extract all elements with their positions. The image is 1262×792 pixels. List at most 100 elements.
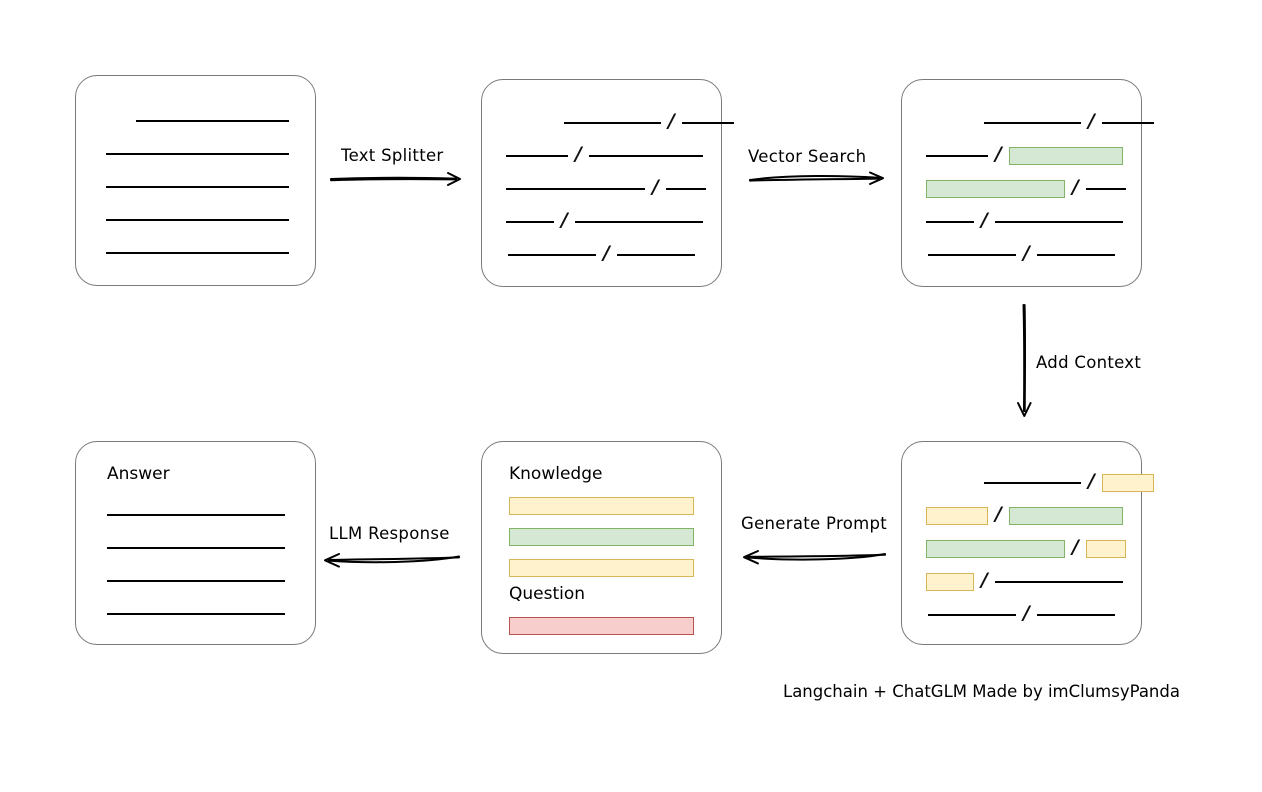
text-line-segment	[506, 221, 554, 223]
edge-label-generate-prompt: Generate Prompt	[741, 514, 887, 533]
answer-title: Answer	[107, 464, 170, 484]
text-line-segment	[926, 155, 988, 157]
prompt-knowledge-label: Knowledge	[509, 464, 603, 484]
node-split-document[interactable]: / / / / /	[481, 79, 734, 287]
document-line-row	[107, 506, 285, 524]
document-line-row	[106, 145, 289, 163]
knowledge-bar-yellow	[509, 497, 694, 515]
edge-label-vector-search: Vector Search	[748, 147, 867, 166]
knowledge-bar-green	[509, 528, 694, 546]
document-line-row: /	[926, 175, 1126, 198]
text-line-segment	[136, 120, 289, 122]
split-separator: /	[603, 241, 610, 264]
highlight-chunk-green	[1008, 147, 1123, 165]
split-separator: /	[561, 208, 568, 231]
document-line-row: /	[926, 502, 1123, 525]
text-line-segment	[574, 221, 703, 223]
knowledge-bar-yellow	[509, 559, 694, 577]
text-line-segment	[107, 547, 285, 549]
text-line-segment	[106, 186, 289, 188]
text-line-segment	[107, 580, 285, 582]
node-prompt[interactable]: Knowledge Question	[481, 441, 722, 654]
text-line-segment	[665, 188, 706, 190]
text-line-segment	[984, 482, 1081, 484]
document-line-row: /	[926, 142, 1123, 165]
highlight-chunk-yellow	[1085, 540, 1126, 558]
split-separator: /	[995, 502, 1002, 525]
text-line-segment	[106, 153, 289, 155]
edge-label-text-splitter: Text Splitter	[341, 146, 444, 165]
prompt-question-label: Question	[509, 584, 586, 604]
question-bar-red	[509, 617, 694, 635]
split-separator: /	[652, 175, 659, 198]
edge-arrow-text-splitter	[330, 172, 461, 186]
document-line-row	[106, 211, 289, 229]
split-separator: /	[981, 568, 988, 591]
text-line-segment	[994, 581, 1123, 583]
edge-arrow-generate-prompt	[743, 550, 886, 565]
edge-arrow-vector-search	[749, 171, 884, 185]
text-line-segment	[106, 219, 289, 221]
document-line-row	[107, 572, 285, 590]
split-separator: /	[575, 142, 582, 165]
split-separator: /	[1072, 535, 1079, 558]
document-line-row: /	[926, 535, 1126, 558]
document-line-row	[106, 178, 289, 196]
split-separator: /	[1023, 241, 1030, 264]
text-line-segment	[1085, 188, 1126, 190]
node-matched-document[interactable]: / / / / /	[901, 79, 1154, 287]
text-line-segment	[107, 514, 285, 516]
split-separator: /	[1072, 175, 1079, 198]
document-line-row	[107, 605, 285, 623]
text-line-segment	[616, 254, 695, 256]
document-line-row: /	[506, 241, 695, 264]
document-line-row	[106, 112, 289, 130]
highlight-chunk-yellow	[1101, 474, 1154, 492]
document-line-row: /	[926, 568, 1123, 591]
document-line-row: /	[926, 208, 1123, 231]
document-line-row: /	[506, 109, 734, 132]
text-line-segment	[107, 613, 285, 615]
text-line-segment	[984, 122, 1081, 124]
text-line-segment	[506, 155, 568, 157]
split-separator: /	[1088, 469, 1095, 492]
diagram-caption: Langchain + ChatGLM Made by imClumsyPand…	[783, 682, 1180, 701]
split-separator: /	[981, 208, 988, 231]
text-line-segment	[928, 254, 1016, 256]
highlight-chunk-green	[926, 540, 1065, 558]
text-line-segment	[1036, 254, 1115, 256]
text-line-segment	[1101, 122, 1154, 124]
document-line-row	[106, 244, 289, 262]
node-source-document[interactable]	[75, 75, 316, 286]
text-line-segment	[926, 221, 974, 223]
edge-arrow-add-context	[1017, 304, 1032, 417]
text-line-segment	[994, 221, 1123, 223]
text-line-segment	[1036, 614, 1115, 616]
document-line-row: /	[926, 241, 1115, 264]
document-line-row: /	[926, 469, 1154, 492]
edge-label-add-context: Add Context	[1036, 353, 1142, 372]
text-line-segment	[681, 122, 734, 124]
document-line-row: /	[926, 601, 1115, 624]
edge-arrow-llm-response	[324, 553, 460, 568]
split-separator: /	[668, 109, 675, 132]
text-line-segment	[506, 188, 645, 190]
node-context-document[interactable]: / / / / /	[901, 441, 1154, 645]
document-line-row: /	[926, 111, 1154, 132]
highlight-chunk-yellow	[926, 507, 988, 525]
split-separator: /	[1023, 601, 1030, 624]
node-answer[interactable]: Answer	[75, 441, 316, 645]
document-line-row: /	[506, 175, 706, 198]
text-line-segment	[106, 252, 289, 254]
document-line-row	[107, 539, 285, 557]
text-line-segment	[564, 122, 661, 124]
split-separator: /	[995, 142, 1002, 165]
edge-label-llm-response: LLM Response	[329, 524, 450, 543]
highlight-chunk-yellow	[926, 573, 974, 591]
document-line-row: /	[506, 208, 703, 231]
text-line-segment	[588, 155, 703, 157]
text-line-segment	[508, 254, 596, 256]
document-line-row: /	[506, 142, 703, 165]
text-line-segment	[928, 614, 1016, 616]
